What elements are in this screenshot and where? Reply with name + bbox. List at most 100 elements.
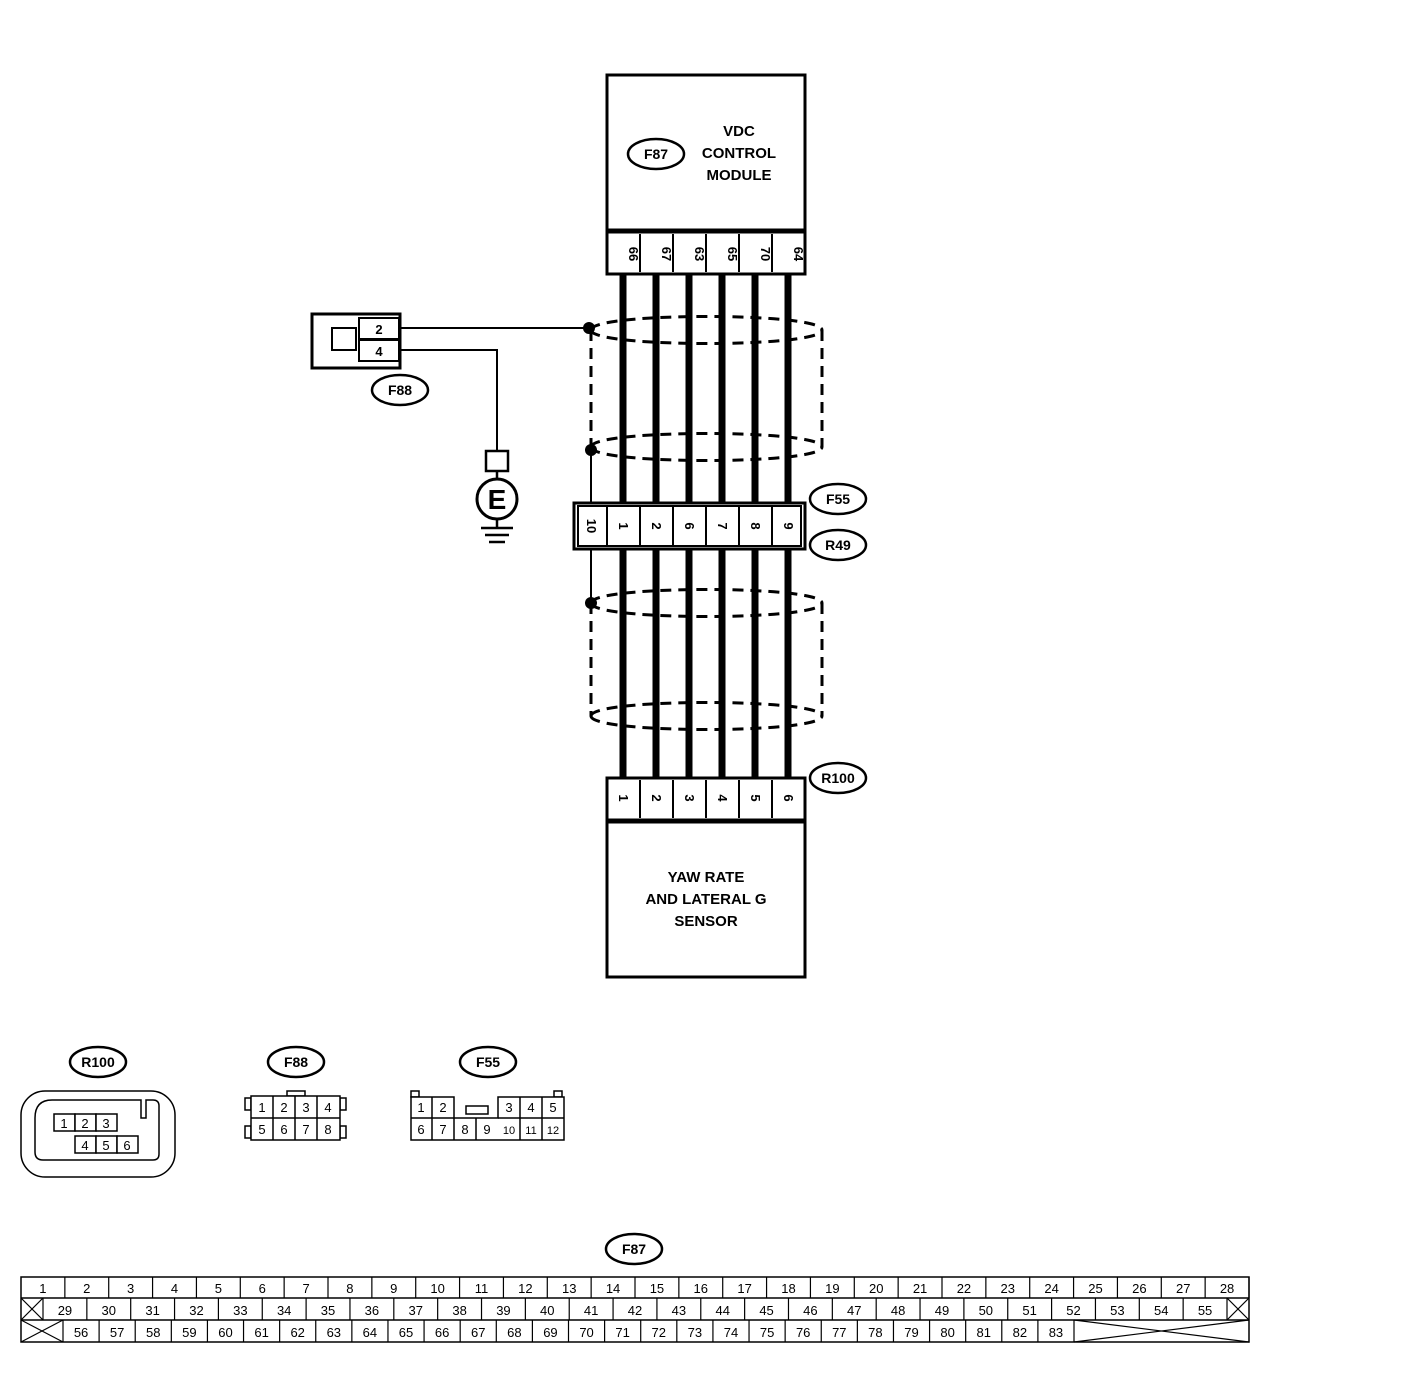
sensor-pin-5: 5 <box>748 794 763 801</box>
upper-shield-front <box>589 328 824 462</box>
vdc-control-module: F87 VDC CONTROL MODULE <box>605 73 807 232</box>
lower-shield <box>589 588 824 718</box>
f87-pin-10: 10 <box>430 1281 444 1296</box>
r100-tag-oval <box>808 761 868 795</box>
vdc-pin-63: 63 <box>692 247 707 261</box>
f87-pin-22: 22 <box>957 1281 971 1296</box>
f87-pin-33: 33 <box>233 1303 247 1318</box>
sensor-label-line2: AND LATERAL G <box>645 891 766 908</box>
f55-connector-view: F55 1 2 3 4 5 6 7 8 9 10 11 12 <box>410 1045 565 1141</box>
f87-pin-52: 52 <box>1066 1303 1080 1318</box>
f87-pin-75: 75 <box>760 1325 774 1340</box>
f87-pin-73: 73 <box>688 1325 702 1340</box>
sensor-pin-2: 2 <box>649 794 664 801</box>
f87-pin-24: 24 <box>1044 1281 1058 1296</box>
f87-pin-43: 43 <box>672 1303 686 1318</box>
f87-pin-36: 36 <box>365 1303 379 1318</box>
mid-pin-10: 10 <box>584 519 599 533</box>
f87-pin-18: 18 <box>781 1281 795 1296</box>
f87-pin-32: 32 <box>189 1303 203 1318</box>
f87-pin-2: 2 <box>83 1281 90 1296</box>
f55-tag-oval <box>808 482 868 516</box>
vdc-pin-70: 70 <box>758 247 773 261</box>
f87-pin-37: 37 <box>409 1303 423 1318</box>
f88-view-pin-8: 8 <box>324 1122 331 1137</box>
sensor-pin-strip: 1 2 3 4 5 6 R100 <box>605 761 868 822</box>
sensor-label-line3: SENSOR <box>674 913 738 930</box>
f87-pin-44: 44 <box>715 1303 729 1318</box>
f87-pin-49: 49 <box>935 1303 949 1318</box>
f87-pin-53: 53 <box>1110 1303 1124 1318</box>
f55-view-pin-3: 3 <box>505 1100 512 1115</box>
f87-pin-16: 16 <box>694 1281 708 1296</box>
f87-pin-9: 9 <box>390 1281 397 1296</box>
f87-pin-51: 51 <box>1022 1303 1036 1318</box>
f87-pin-27: 27 <box>1176 1281 1190 1296</box>
f87-pin-31: 31 <box>145 1303 159 1318</box>
f87-pin-13: 13 <box>562 1281 576 1296</box>
mid-pin-2: 2 <box>649 522 664 529</box>
f55-view-pin-11: 11 <box>525 1125 536 1137</box>
f55-view-pin-5: 5 <box>549 1100 556 1115</box>
mid-pin-8: 8 <box>748 522 763 529</box>
f55-view-pin-12: 12 <box>547 1125 559 1137</box>
f87-pin-15: 15 <box>650 1281 664 1296</box>
f87-pin-25: 25 <box>1088 1281 1102 1296</box>
f87-pin-81: 81 <box>976 1325 990 1340</box>
f87-pin-1: 1 <box>39 1281 46 1296</box>
f87-pin-38: 38 <box>452 1303 466 1318</box>
mid-pin-1: 1 <box>616 522 631 529</box>
f87-pin-5: 5 <box>215 1281 222 1296</box>
shield-splice-lower <box>585 597 597 609</box>
lower-wires <box>619 549 792 778</box>
f87-pin-56: 56 <box>74 1325 88 1340</box>
f87-pin-29: 29 <box>58 1303 72 1318</box>
f55-view-pin-9: 9 <box>483 1122 490 1137</box>
f87-pin-28: 28 <box>1220 1281 1234 1296</box>
f87-pin-48: 48 <box>891 1303 905 1318</box>
f87-pin-67: 67 <box>471 1325 485 1340</box>
f87-pin-63: 63 <box>327 1325 341 1340</box>
r100-view-tag: R100 <box>81 1054 115 1070</box>
f88-tag-oval <box>370 373 430 407</box>
f87-pin-35: 35 <box>321 1303 335 1318</box>
f88-connector: 2 4 F88 <box>310 312 430 407</box>
f87-pin-11: 11 <box>475 1281 489 1296</box>
f55-view-pin-10: 10 <box>503 1125 515 1137</box>
mid-pin-9: 9 <box>781 522 796 529</box>
mid-pin-7: 7 <box>715 522 730 529</box>
r49-tag-oval <box>808 528 868 562</box>
f87-pin-30: 30 <box>102 1303 116 1318</box>
f87-pin-19: 19 <box>825 1281 839 1296</box>
shield-splice-upper <box>585 444 597 456</box>
f87-pin-7: 7 <box>302 1281 309 1296</box>
sensor-pin-4: 4 <box>715 794 730 802</box>
r100-tag: R100 <box>821 770 855 786</box>
f88-view-pin-6: 6 <box>280 1122 287 1137</box>
upper-wires <box>619 274 792 505</box>
vdc-pin-66: 66 <box>626 247 641 261</box>
f87-pin-3: 3 <box>127 1281 134 1296</box>
sensor-pin-1: 1 <box>616 794 631 801</box>
r100-view-pin-6: 6 <box>123 1138 130 1153</box>
r100-view-pin-1: 1 <box>60 1116 67 1131</box>
f55-view-pin-1: 1 <box>417 1100 424 1115</box>
mid-connector-f55-r49: 10 1 2 6 7 8 9 F55 R49 <box>572 482 868 562</box>
f55-view-pin-6: 6 <box>417 1122 424 1137</box>
f88-pin-4: 4 <box>375 344 383 359</box>
f88-tag: F88 <box>388 382 412 398</box>
f88-view-pin-1: 1 <box>258 1100 265 1115</box>
f87-pin-26: 26 <box>1132 1281 1146 1296</box>
sensor-pin-3: 3 <box>682 794 697 801</box>
f87-tag-oval <box>626 137 686 171</box>
f87-pin-34: 34 <box>277 1303 291 1318</box>
f87-pin-45: 45 <box>759 1303 773 1318</box>
f87-pin-62: 62 <box>290 1325 304 1340</box>
f55-view-pin-7: 7 <box>439 1122 446 1137</box>
vdc-pin-strip: 66 67 63 65 70 64 <box>605 230 807 276</box>
f55-view-tag: F55 <box>476 1054 500 1070</box>
f55-view-pin-2: 2 <box>439 1100 446 1115</box>
ground-symbol: E <box>475 449 519 544</box>
f87-pin-54: 54 <box>1154 1303 1168 1318</box>
